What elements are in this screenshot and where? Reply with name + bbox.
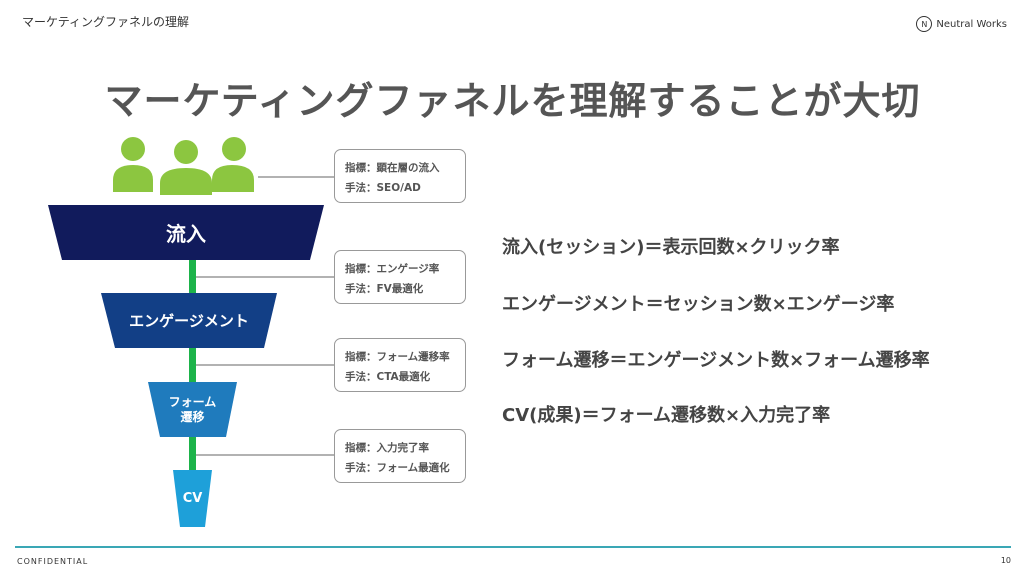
method: 手法：CTA最適化 [345,371,431,383]
funnel-line [189,258,196,473]
method: 手法：フォーム最適化 [345,462,450,474]
people-icon [113,137,254,195]
metric: 指標：顕在層の流入 [345,162,440,174]
formula: 流入(セッション)＝表示回数×クリック率 [502,237,840,258]
confidential-label: CONFIDENTIAL [17,557,89,566]
kpi-box: 指標：入力完了率手法：フォーム最適化 [334,429,466,483]
stage-label: フォーム [168,394,217,409]
funnel-stage-cv: CV [182,491,203,506]
formula: フォーム遷移＝エンゲージメント数×フォーム遷移率 [502,350,930,371]
page-title: マーケティングファネルを理解することが大切 [104,79,921,123]
kpi-box: 指標：フォーム遷移率手法：CTA最適化 [334,338,466,392]
logo-text: Neutral Works [936,18,1007,30]
funnel-stage-shape [173,470,212,527]
method: 手法：FV最適化 [345,283,424,295]
page-number: 10 [1000,556,1011,565]
funnel-stage-shape [148,382,237,437]
metric: 指標：フォーム遷移率 [345,351,450,363]
formula: エンゲージメント＝セッション数×エンゲージ率 [502,294,895,315]
method: 手法：SEO/AD [345,182,421,194]
funnel-stage-form: フォーム遷移 [148,382,237,437]
formula: CV(成果)＝フォーム遷移数×入力完了率 [502,405,831,426]
funnel-stage-engagement: エンゲージメント [129,312,249,330]
funnel-stage-shape [48,205,324,260]
metric: 指標：入力完了率 [345,442,429,454]
metric: 指標：エンゲージ率 [345,263,440,275]
funnel-stage-inflow: 流入 [166,222,206,246]
section-title: マーケティングファネルの理解 [22,15,190,29]
footer-divider [15,546,1011,548]
funnel-stage-shape [101,293,277,348]
kpi-box: 指標：エンゲージ率手法：FV最適化 [334,250,466,304]
stage-label: 遷移 [180,409,205,424]
kpi-box: 指標：顕在層の流入手法：SEO/AD [334,149,466,203]
logo-mark-icon: N [916,16,933,32]
